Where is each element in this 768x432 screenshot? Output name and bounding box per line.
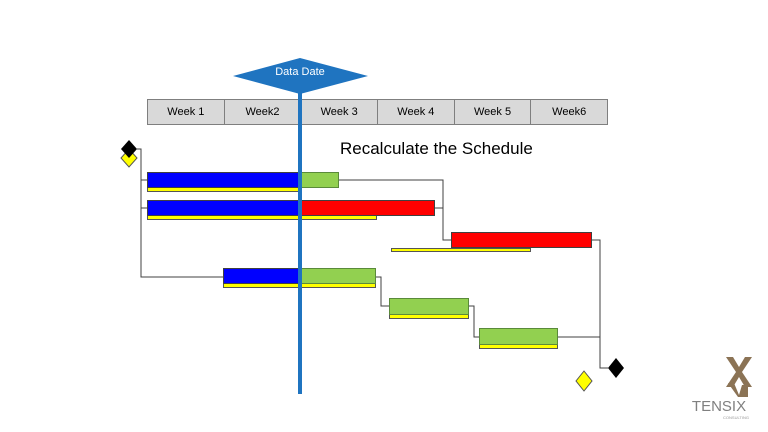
- data-date-diamond: [233, 58, 368, 94]
- task-2-complete: [147, 200, 300, 216]
- week-header: Week 1 Week2 Week 3 Week 4 Week 5 Week6: [147, 99, 608, 125]
- week-2: Week2: [225, 100, 302, 124]
- tensix-logo-mark: TENSIX CONSULTING: [692, 357, 752, 420]
- week-3: Week 3: [301, 100, 379, 124]
- task-2-remaining: [300, 200, 435, 216]
- slide-title: Recalculate the Schedule: [340, 139, 533, 158]
- data-date-label: Data Date: [275, 66, 325, 78]
- week-6: Week6: [552, 106, 587, 118]
- task-5: [389, 298, 469, 315]
- end-milestone-diamonds: [575, 358, 624, 392]
- task-4-complete: [223, 268, 300, 284]
- week-1: Week 1: [148, 100, 225, 124]
- week-5: Week 5: [455, 100, 532, 124]
- data-date-line: [298, 88, 302, 394]
- start-milestone-diamonds: [120, 140, 138, 168]
- task-3: [451, 232, 592, 248]
- svg-text:CONSULTING: CONSULTING: [723, 415, 749, 420]
- week-4: Week 4: [378, 100, 455, 124]
- task-4-remaining: [300, 268, 376, 284]
- tensix-logo: TENSIX CONSULTING: [676, 355, 762, 421]
- start-diamond: [121, 140, 137, 158]
- task-6: [479, 328, 558, 345]
- task-1-complete: [147, 172, 300, 188]
- finish-diamond: [608, 358, 624, 378]
- baseline-finish-diamond: [575, 370, 593, 392]
- svg-text:TENSIX: TENSIX: [692, 398, 746, 415]
- baseline-bar-3: [391, 248, 531, 252]
- task-1-remaining: [300, 172, 339, 188]
